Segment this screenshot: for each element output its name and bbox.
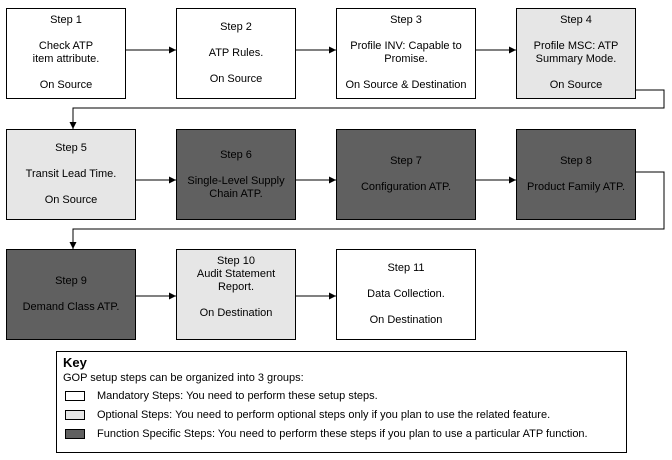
arrow-step8-to-step9 [69, 171, 665, 249]
step-10-line-4 [234, 294, 237, 307]
step-2-line-4 [234, 60, 237, 73]
key-title: Key [63, 355, 87, 370]
connector-group [69, 46, 665, 300]
step-5-line-3: Transit Lead Time. [25, 168, 117, 180]
step-6-line-4: Chain ATP. [209, 188, 263, 200]
step-6-line-1: Step 6 [220, 149, 252, 161]
step-7-line-2 [404, 168, 407, 181]
step-7-line-1: Step 7 [390, 155, 422, 167]
step-2-line-2 [234, 34, 237, 47]
step-9-line-2 [69, 288, 72, 301]
key-legend: Key GOP setup steps can be organized int… [56, 351, 627, 453]
step-11-line-3: Data Collection. [367, 288, 445, 300]
step-11-line-4 [404, 301, 407, 314]
key-item-function-label: Function Specific Steps: You need to per… [97, 427, 588, 440]
step-9-line-3: Demand Class ATP. [22, 301, 120, 313]
step-4-line-3: Profile MSC: ATP [533, 40, 619, 52]
step-10-line-5: On Destination [199, 307, 273, 319]
step-1-line-2 [64, 27, 67, 40]
step-2-line-3: ATP Rules. [208, 47, 264, 59]
step-10-line-1: Step 10 [217, 255, 255, 267]
step-5-line-5: On Source [44, 194, 98, 206]
step-1-line-3: Check ATP [38, 40, 94, 52]
step-11-line-1: Step 11 [387, 262, 425, 274]
step-7-line-3: Configuration ATP. [360, 181, 452, 193]
step-9-line-1: Step 9 [55, 275, 87, 287]
step-5-line-4 [69, 181, 72, 194]
step-8-line-2 [574, 168, 577, 181]
key-item-optional-label: Optional Steps: You need to perform opti… [97, 408, 551, 421]
step-3-line-6: On Source & Destination [345, 79, 467, 91]
key-item-optional: Optional Steps: You need to perform opti… [63, 405, 620, 424]
step-1-line-5 [64, 66, 67, 79]
step-1-line-4: item attribute. [32, 53, 100, 65]
step-5-line-2 [69, 155, 72, 168]
step-11-line-5: On Destination [369, 314, 443, 326]
key-intro: GOP setup steps can be organized into 3 … [63, 372, 304, 384]
step-2-line-1: Step 2 [220, 21, 252, 33]
step-1-line-1: Step 1 [50, 14, 82, 26]
step-4-line-1: Step 4 [560, 14, 592, 26]
key-item-function: Function Specific Steps: You need to per… [63, 424, 620, 443]
step-11-line-2 [404, 275, 407, 288]
step-4-line-5 [574, 66, 577, 79]
step-4-line-4: Summary Mode. [535, 53, 617, 65]
key-item-mandatory-label: Mandatory Steps: You need to perform the… [97, 389, 378, 402]
step-2-box: Step 2 ATP Rules. On Source [176, 8, 296, 99]
step-6-line-2 [234, 162, 237, 175]
function-specific-swatch [65, 428, 85, 439]
step-10-line-3: Report. [217, 281, 255, 293]
step-9-box: Step 9 Demand Class ATP. [6, 249, 136, 340]
step-8-line-3: Product Family ATP. [526, 181, 626, 193]
step-6-line-3: Single-Level Supply [187, 175, 285, 187]
optional-swatch [65, 409, 85, 420]
step-8-line-1: Step 8 [560, 155, 592, 167]
step-7-box: Step 7 Configuration ATP. [336, 129, 476, 220]
step-5-box: Step 5 Transit Lead Time. On Source [6, 129, 136, 220]
step-1-line-6: On Source [39, 79, 93, 91]
step-3-line-4: Promise. [384, 53, 428, 65]
step-3-line-1: Step 3 [390, 14, 422, 26]
step-11-box: Step 11 Data Collection. On Destination [336, 249, 476, 340]
step-10-line-2: Audit Statement [196, 268, 276, 280]
step-8-box: Step 8 Product Family ATP. [516, 129, 636, 220]
mandatory-swatch [65, 390, 85, 401]
step-4-line-6: On Source [549, 79, 603, 91]
step-2-line-5: On Source [209, 73, 263, 85]
step-3-line-2 [404, 27, 407, 40]
step-3-line-5 [404, 66, 407, 79]
step-4-line-2 [574, 27, 577, 40]
step-3-line-3: Profile INV: Capable to [350, 40, 462, 52]
key-item-mandatory: Mandatory Steps: You need to perform the… [63, 386, 620, 405]
step-5-line-1: Step 5 [55, 142, 87, 154]
arrow-step4-to-step5 [69, 89, 665, 129]
